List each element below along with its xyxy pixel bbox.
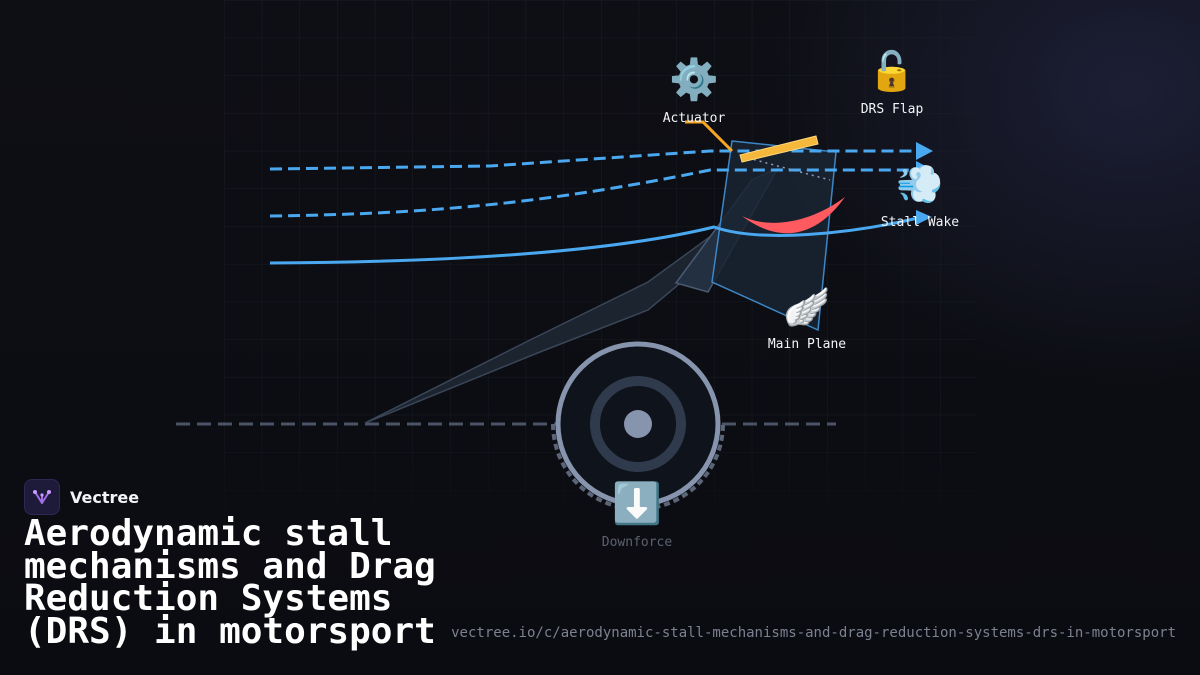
downforce-label: Downforce — [601, 535, 673, 550]
airflow-arrow-top — [916, 142, 933, 160]
stall-wake-label: Stall Wake — [880, 215, 960, 230]
airflow-line-bottom — [269, 216, 919, 265]
page-title: Aerodynamic stall mechanisms and Drag Re… — [24, 513, 436, 652]
main-plane-label: Main Plane — [767, 337, 847, 352]
airflow-line-middle — [269, 168, 918, 218]
airflow-arrow-middle — [916, 161, 933, 179]
wheel — [551, 341, 725, 511]
brand-name: Vectree — [70, 487, 140, 507]
gear-icon: ⚙️ — [669, 57, 719, 103]
actuator-arm — [685, 120, 734, 153]
vectree-logo-icon — [24, 479, 60, 515]
open-lock-icon: 🔓 — [868, 49, 916, 93]
drs-flap — [739, 135, 819, 163]
brand: Vectree — [24, 479, 139, 515]
stall-wake-line — [747, 157, 831, 181]
wind-gust-icon: 💨 — [896, 162, 944, 206]
down-arrow-icon: ⬇️ — [612, 481, 662, 527]
source-url: vectree.io/c/aerodynamic-stall-mechanism… — [451, 625, 1176, 641]
stall-crescent — [742, 197, 845, 234]
airflow-line-top — [269, 149, 918, 171]
drs-flap-label: DRS Flap — [860, 102, 924, 117]
actuator-label: Actuator — [662, 111, 726, 126]
wing-icon: 🪽 — [783, 285, 831, 329]
airflow-arrow-bottom — [916, 210, 932, 225]
